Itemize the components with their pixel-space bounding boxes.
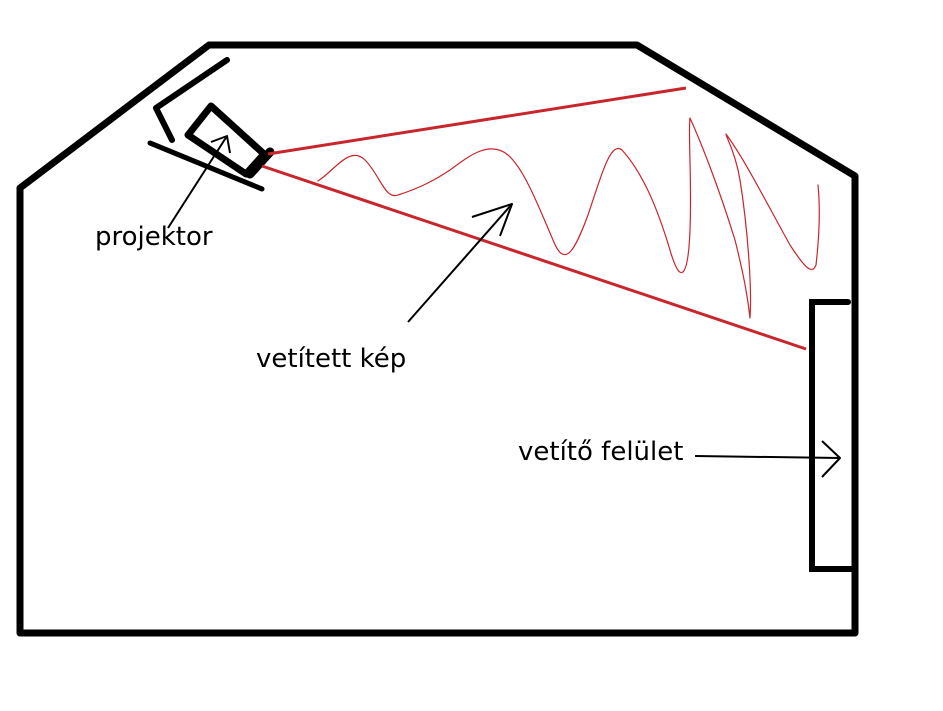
projector-lens xyxy=(245,147,275,179)
projection-surface-label: vetítő felület xyxy=(518,437,684,467)
projector-mount xyxy=(153,57,230,143)
projector-base xyxy=(147,140,265,192)
projection-surface xyxy=(809,299,855,572)
projector-icon xyxy=(147,57,275,192)
beam-upper xyxy=(267,86,687,156)
room-outline xyxy=(16,41,859,637)
projected-image-label: vetített kép xyxy=(256,344,407,374)
arrow-to-projector xyxy=(167,135,231,229)
beam-lower xyxy=(261,164,807,351)
projected-wave xyxy=(317,117,820,319)
arrow-to-projection-surface xyxy=(694,440,841,478)
projector-label: projektor xyxy=(95,222,213,252)
arrow-to-projected-image xyxy=(407,203,513,323)
